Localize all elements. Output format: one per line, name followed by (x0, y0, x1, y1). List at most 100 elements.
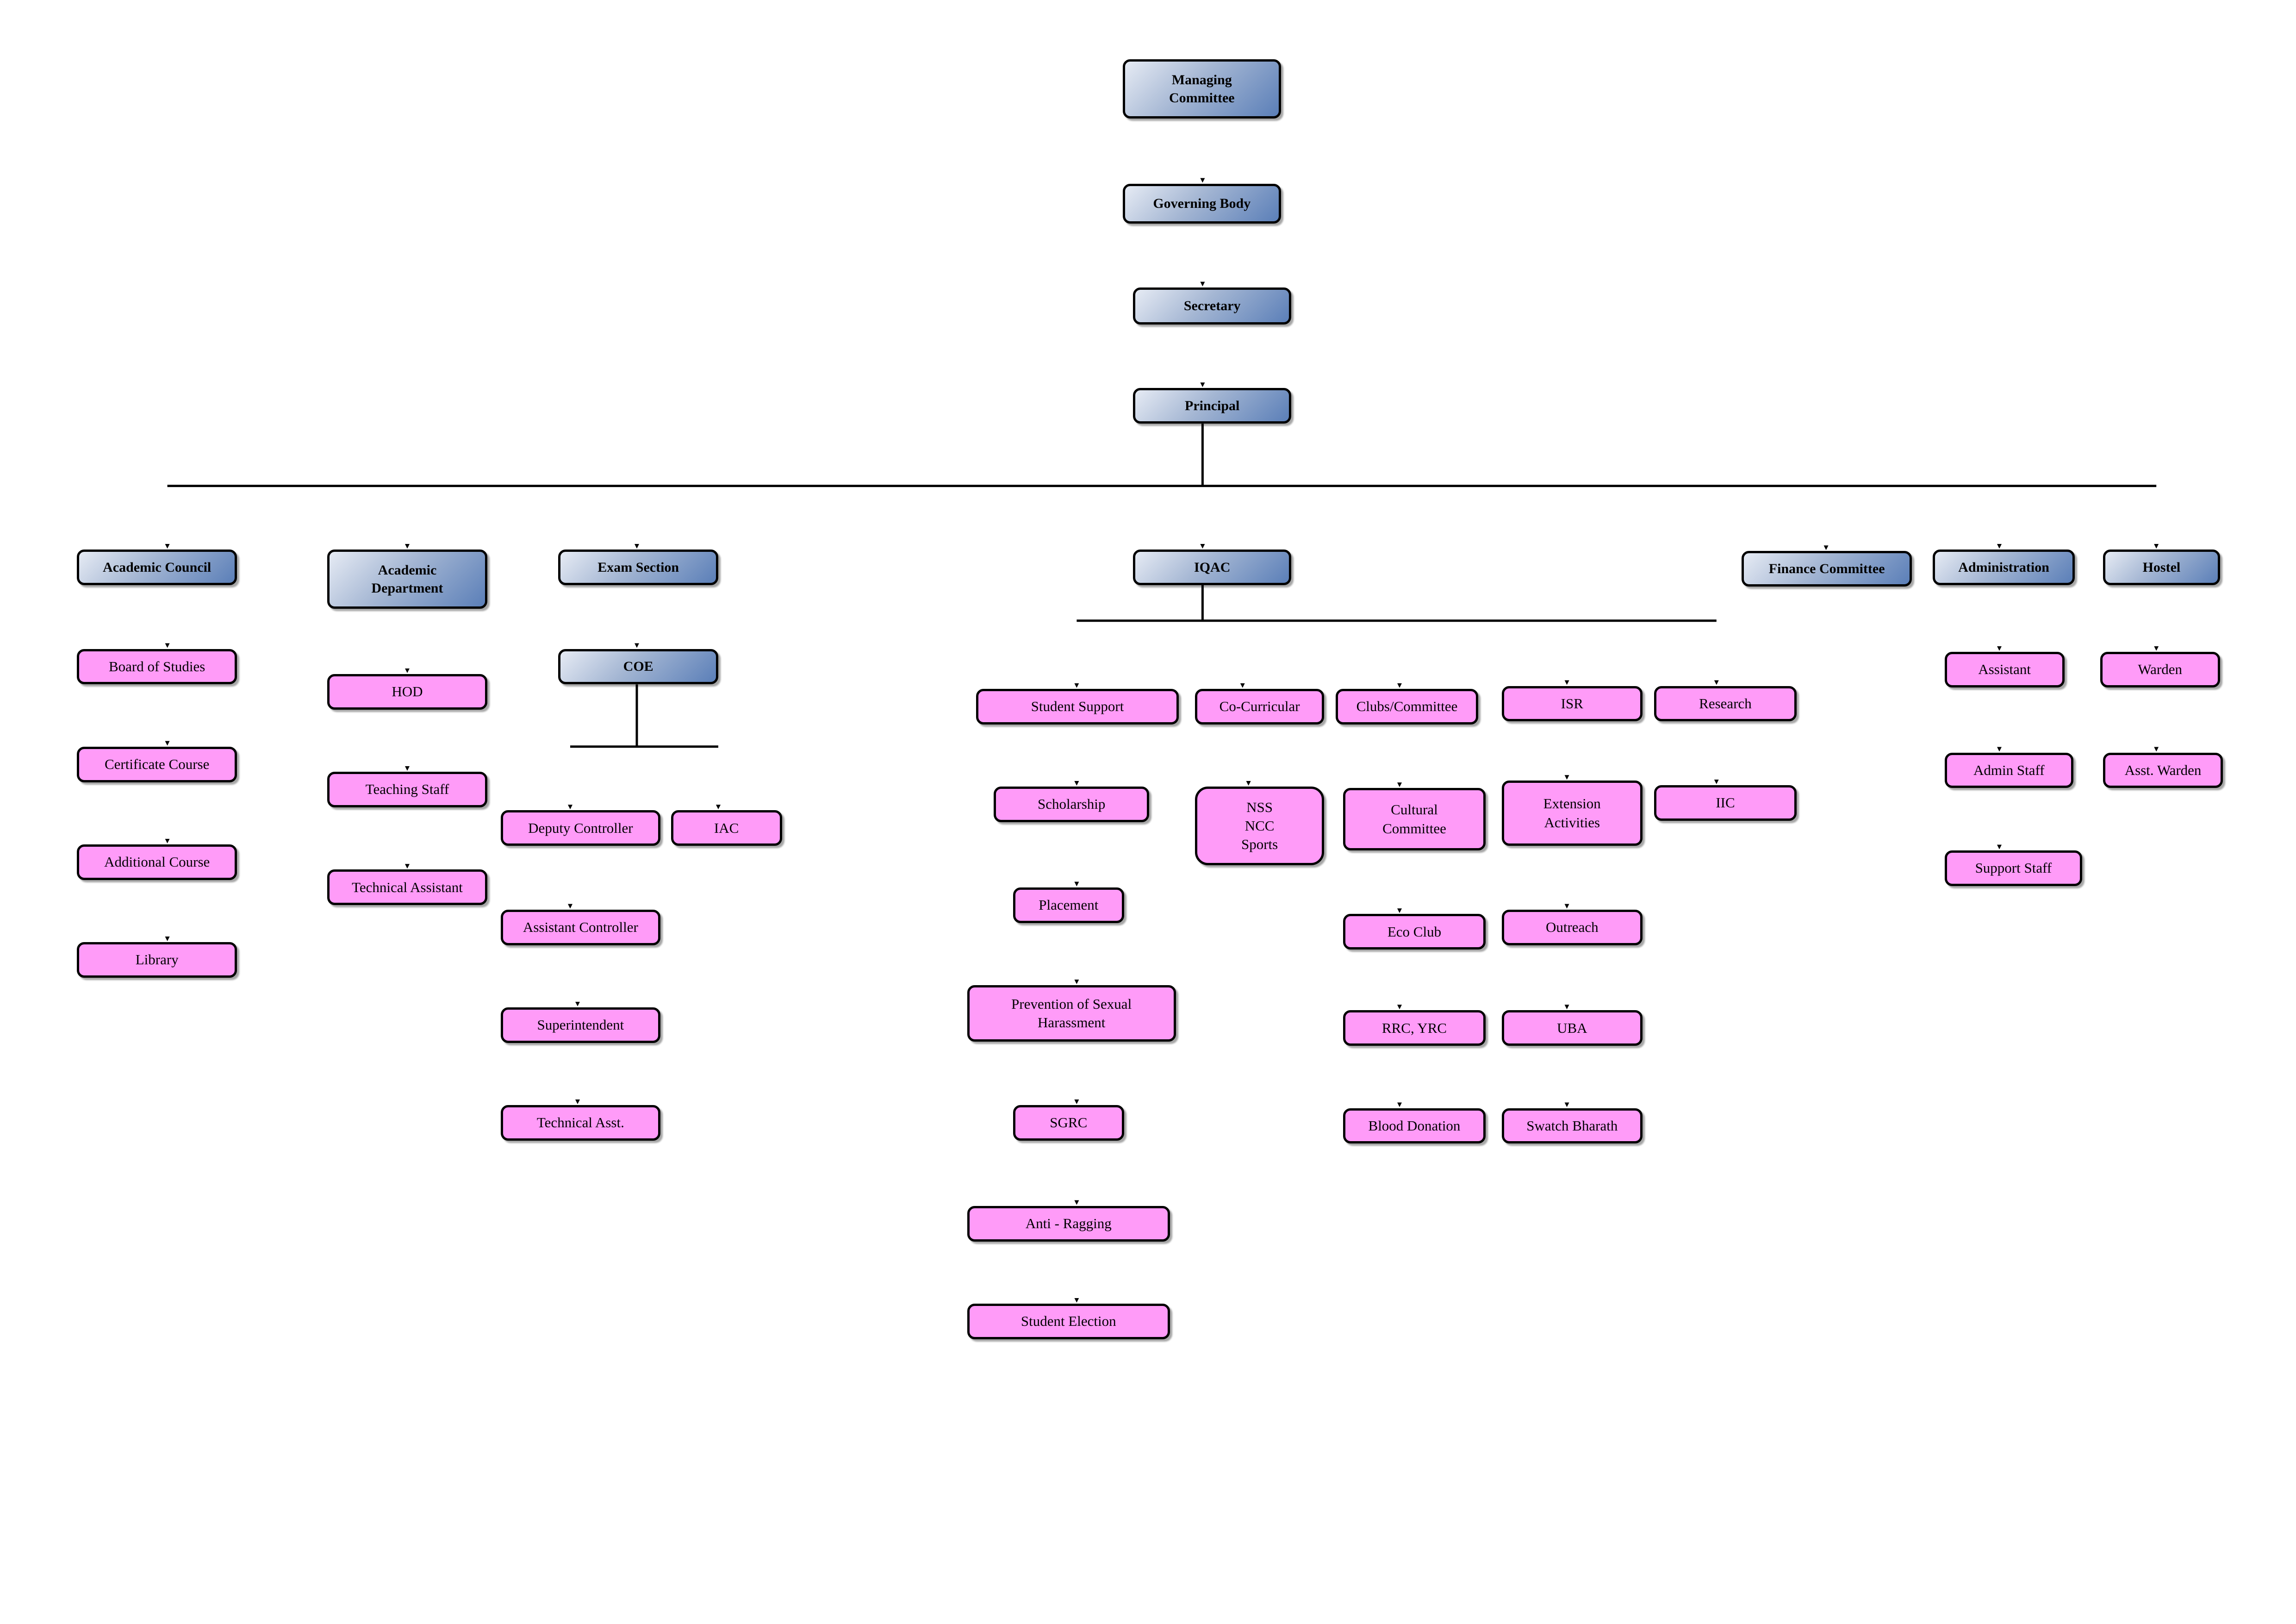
node-swatch-bharath-frame: Swatch Bharath (1501, 1108, 1643, 1144)
node-governing-body-frame: Governing Body (1122, 183, 1281, 224)
node-hostel: Hostel (2103, 550, 2220, 585)
node-scholarship: Scholarship (994, 787, 1150, 822)
node-administration: Administration (1933, 550, 2075, 585)
node-hod-frame: HOD (327, 674, 487, 710)
node-exam-section: Exam Section (558, 550, 718, 585)
node-exam-section-frame: Exam Section (558, 550, 718, 585)
node-research-frame: Research (1654, 686, 1797, 722)
node-clubs-committee-frame: Clubs/Committee (1336, 689, 1478, 725)
node-student-support-frame: Student Support (976, 689, 1179, 725)
node-co-curricular: Co-Curricular (1195, 689, 1324, 725)
node-uba: UBA (1501, 1010, 1643, 1046)
node-isr-frame: ISR (1501, 686, 1643, 722)
node-warden: Warden (2100, 652, 2220, 687)
node-certificate-course: Certificate Course (77, 746, 237, 782)
node-isr: ISR (1501, 686, 1643, 722)
node-secretary: Secretary (1133, 287, 1292, 325)
node-blood-donation-frame: Blood Donation (1343, 1108, 1486, 1144)
node-superintendent: Superintendent (500, 1007, 661, 1043)
node-coe: COE (558, 649, 718, 685)
node-asst-warden: Asst. Warden (2103, 752, 2223, 788)
node-sgrc: SGRC (1013, 1105, 1124, 1141)
node-co-curricular-frame: Co-Curricular (1195, 689, 1324, 725)
node-admin-staff: Admin Staff (1944, 752, 2073, 788)
node-technical-asst-frame: Technical Asst. (500, 1105, 661, 1141)
node-deputy-controller-frame: Deputy Controller (500, 810, 661, 846)
node-support-staff: Support Staff (1944, 850, 2083, 886)
node-hostel-frame: Hostel (2103, 550, 2220, 585)
node-additional-course-frame: Additional Course (77, 844, 237, 880)
node-outreach: Outreach (1501, 909, 1643, 945)
node-student-election-frame: Student Election (967, 1304, 1170, 1339)
node-scholarship-frame: Scholarship (994, 787, 1150, 822)
node-iic: IIC (1654, 785, 1797, 821)
node-finance-committee: Finance Committee (1742, 551, 1912, 587)
connector-lines (167, 424, 2157, 748)
node-administration-frame: Administration (1933, 550, 2075, 585)
node-student-election: Student Election (967, 1304, 1170, 1339)
node-teaching-staff: Teaching Staff (327, 772, 487, 807)
node-iqac: IQAC (1133, 550, 1292, 585)
node-technical-assistant: Technical Assistant (327, 869, 487, 906)
node-asst-warden-frame: Asst. Warden (2103, 752, 2223, 788)
node-support-staff-frame: Support Staff (1944, 850, 2083, 886)
node-assistant-controller: Assistant Controller (500, 909, 661, 945)
node-iac: IAC (671, 810, 782, 846)
node-research: Research (1654, 686, 1797, 722)
node-coe-frame: COE (558, 649, 718, 685)
node-iqac-frame: IQAC (1133, 550, 1292, 585)
node-student-support: Student Support (976, 689, 1179, 725)
node-principal: Principal (1133, 388, 1292, 424)
node-library-frame: Library (77, 942, 237, 978)
node-additional-course: Additional Course (77, 844, 237, 880)
node-teaching-staff-frame: Teaching Staff (327, 772, 487, 807)
node-iac-frame: IAC (671, 810, 782, 846)
node-governing-body: Governing Body (1122, 183, 1281, 224)
node-clubs-committee: Clubs/Committee (1336, 689, 1478, 725)
node-board-of-studies-frame: Board of Studies (77, 649, 237, 685)
node-rrc-yrc-frame: RRC, YRC (1343, 1010, 1486, 1046)
node-placement: Placement (1013, 887, 1124, 923)
node-sgrc-frame: SGRC (1013, 1105, 1124, 1141)
node-uba-frame: UBA (1501, 1010, 1643, 1046)
node-assistant-frame: Assistant (1944, 652, 2065, 687)
node-warden-frame: Warden (2100, 652, 2220, 687)
node-technical-assistant-frame: Technical Assistant (327, 869, 487, 906)
node-finance-committee-frame: Finance Committee (1742, 551, 1912, 587)
node-superintendent-frame: Superintendent (500, 1007, 661, 1043)
node-hod: HOD (327, 674, 487, 710)
node-eco-club: Eco Club (1343, 914, 1486, 950)
node-certificate-course-frame: Certificate Course (77, 746, 237, 782)
node-eco-club-frame: Eco Club (1343, 914, 1486, 950)
node-outreach-frame: Outreach (1501, 909, 1643, 945)
node-admin-staff-frame: Admin Staff (1944, 752, 2073, 788)
node-assistant-controller-frame: Assistant Controller (500, 909, 661, 945)
node-secretary-frame: Secretary (1133, 287, 1292, 325)
node-swatch-bharath: Swatch Bharath (1501, 1108, 1643, 1144)
node-principal-frame: Principal (1133, 388, 1292, 424)
node-rrc-yrc: RRC, YRC (1343, 1010, 1486, 1046)
node-assistant: Assistant (1944, 652, 2065, 687)
node-library: Library (77, 942, 237, 978)
node-anti-ragging-frame: Anti - Ragging (967, 1206, 1170, 1242)
node-anti-ragging: Anti - Ragging (967, 1206, 1170, 1242)
node-academic-council: Academic Council (77, 550, 237, 585)
node-placement-frame: Placement (1013, 887, 1124, 923)
node-academic-council-frame: Academic Council (77, 550, 237, 585)
node-deputy-controller: Deputy Controller (500, 810, 661, 846)
node-technical-asst: Technical Asst. (500, 1105, 661, 1141)
